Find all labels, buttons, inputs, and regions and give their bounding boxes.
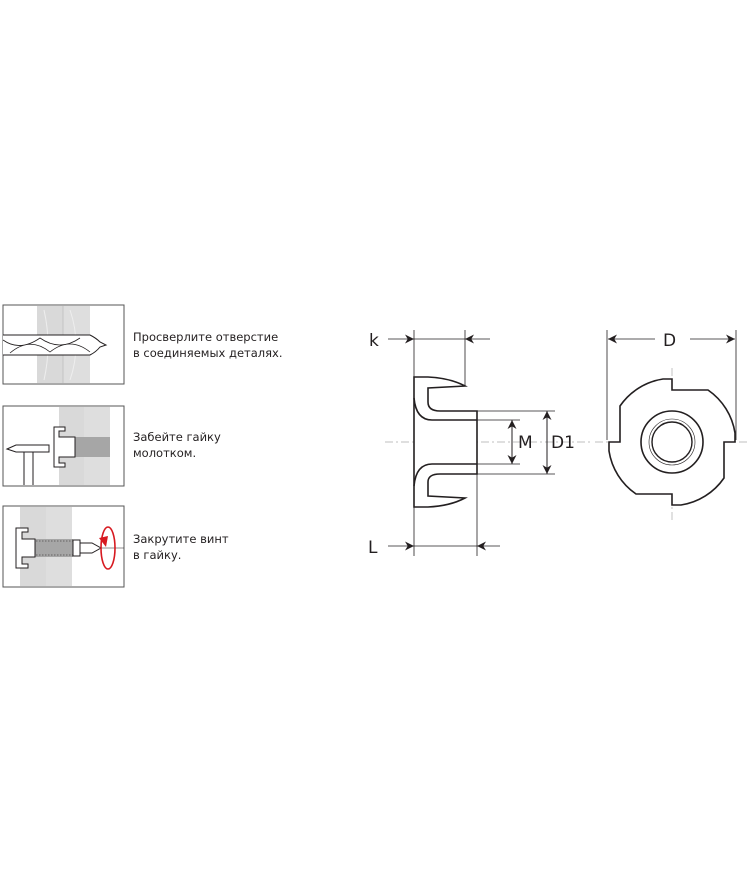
rotate-arrow-icon xyxy=(100,526,116,570)
step-1-line-1: Просверлите отверстие xyxy=(133,330,279,344)
step-1-text: Просверлите отверстие в соединяемых дета… xyxy=(133,329,283,361)
dim-L-label: L xyxy=(368,538,378,558)
nut-icon xyxy=(15,527,36,569)
step-1-drill-illustration xyxy=(2,304,125,385)
drill-bit-icon xyxy=(3,334,108,356)
dim-k-label: k xyxy=(369,331,379,351)
step-1-line-2: в соединяемых деталях. xyxy=(133,346,283,360)
nut-icon xyxy=(53,426,76,468)
step-3-line-1: Закрутите винт xyxy=(133,532,229,546)
side-view-drawing xyxy=(385,330,590,556)
step-2-hammer-illustration xyxy=(2,405,125,487)
step-3-text: Закрутите винт в гайку. xyxy=(133,531,229,563)
step-2-line-1: Забейте гайку xyxy=(133,430,221,444)
step-3-line-2: в гайку. xyxy=(133,548,182,562)
step-2-line-2: молотком. xyxy=(133,446,197,460)
step-2-text: Забейте гайку молотком. xyxy=(133,429,221,461)
hammer-icon xyxy=(5,444,50,453)
dim-D1-label: D1 xyxy=(551,433,575,453)
step-3-screw-illustration xyxy=(2,505,125,588)
dim-M-label: M xyxy=(518,433,533,453)
screw-icon xyxy=(72,539,103,557)
dim-D-label: D xyxy=(663,331,676,351)
front-view-drawing xyxy=(595,330,748,522)
